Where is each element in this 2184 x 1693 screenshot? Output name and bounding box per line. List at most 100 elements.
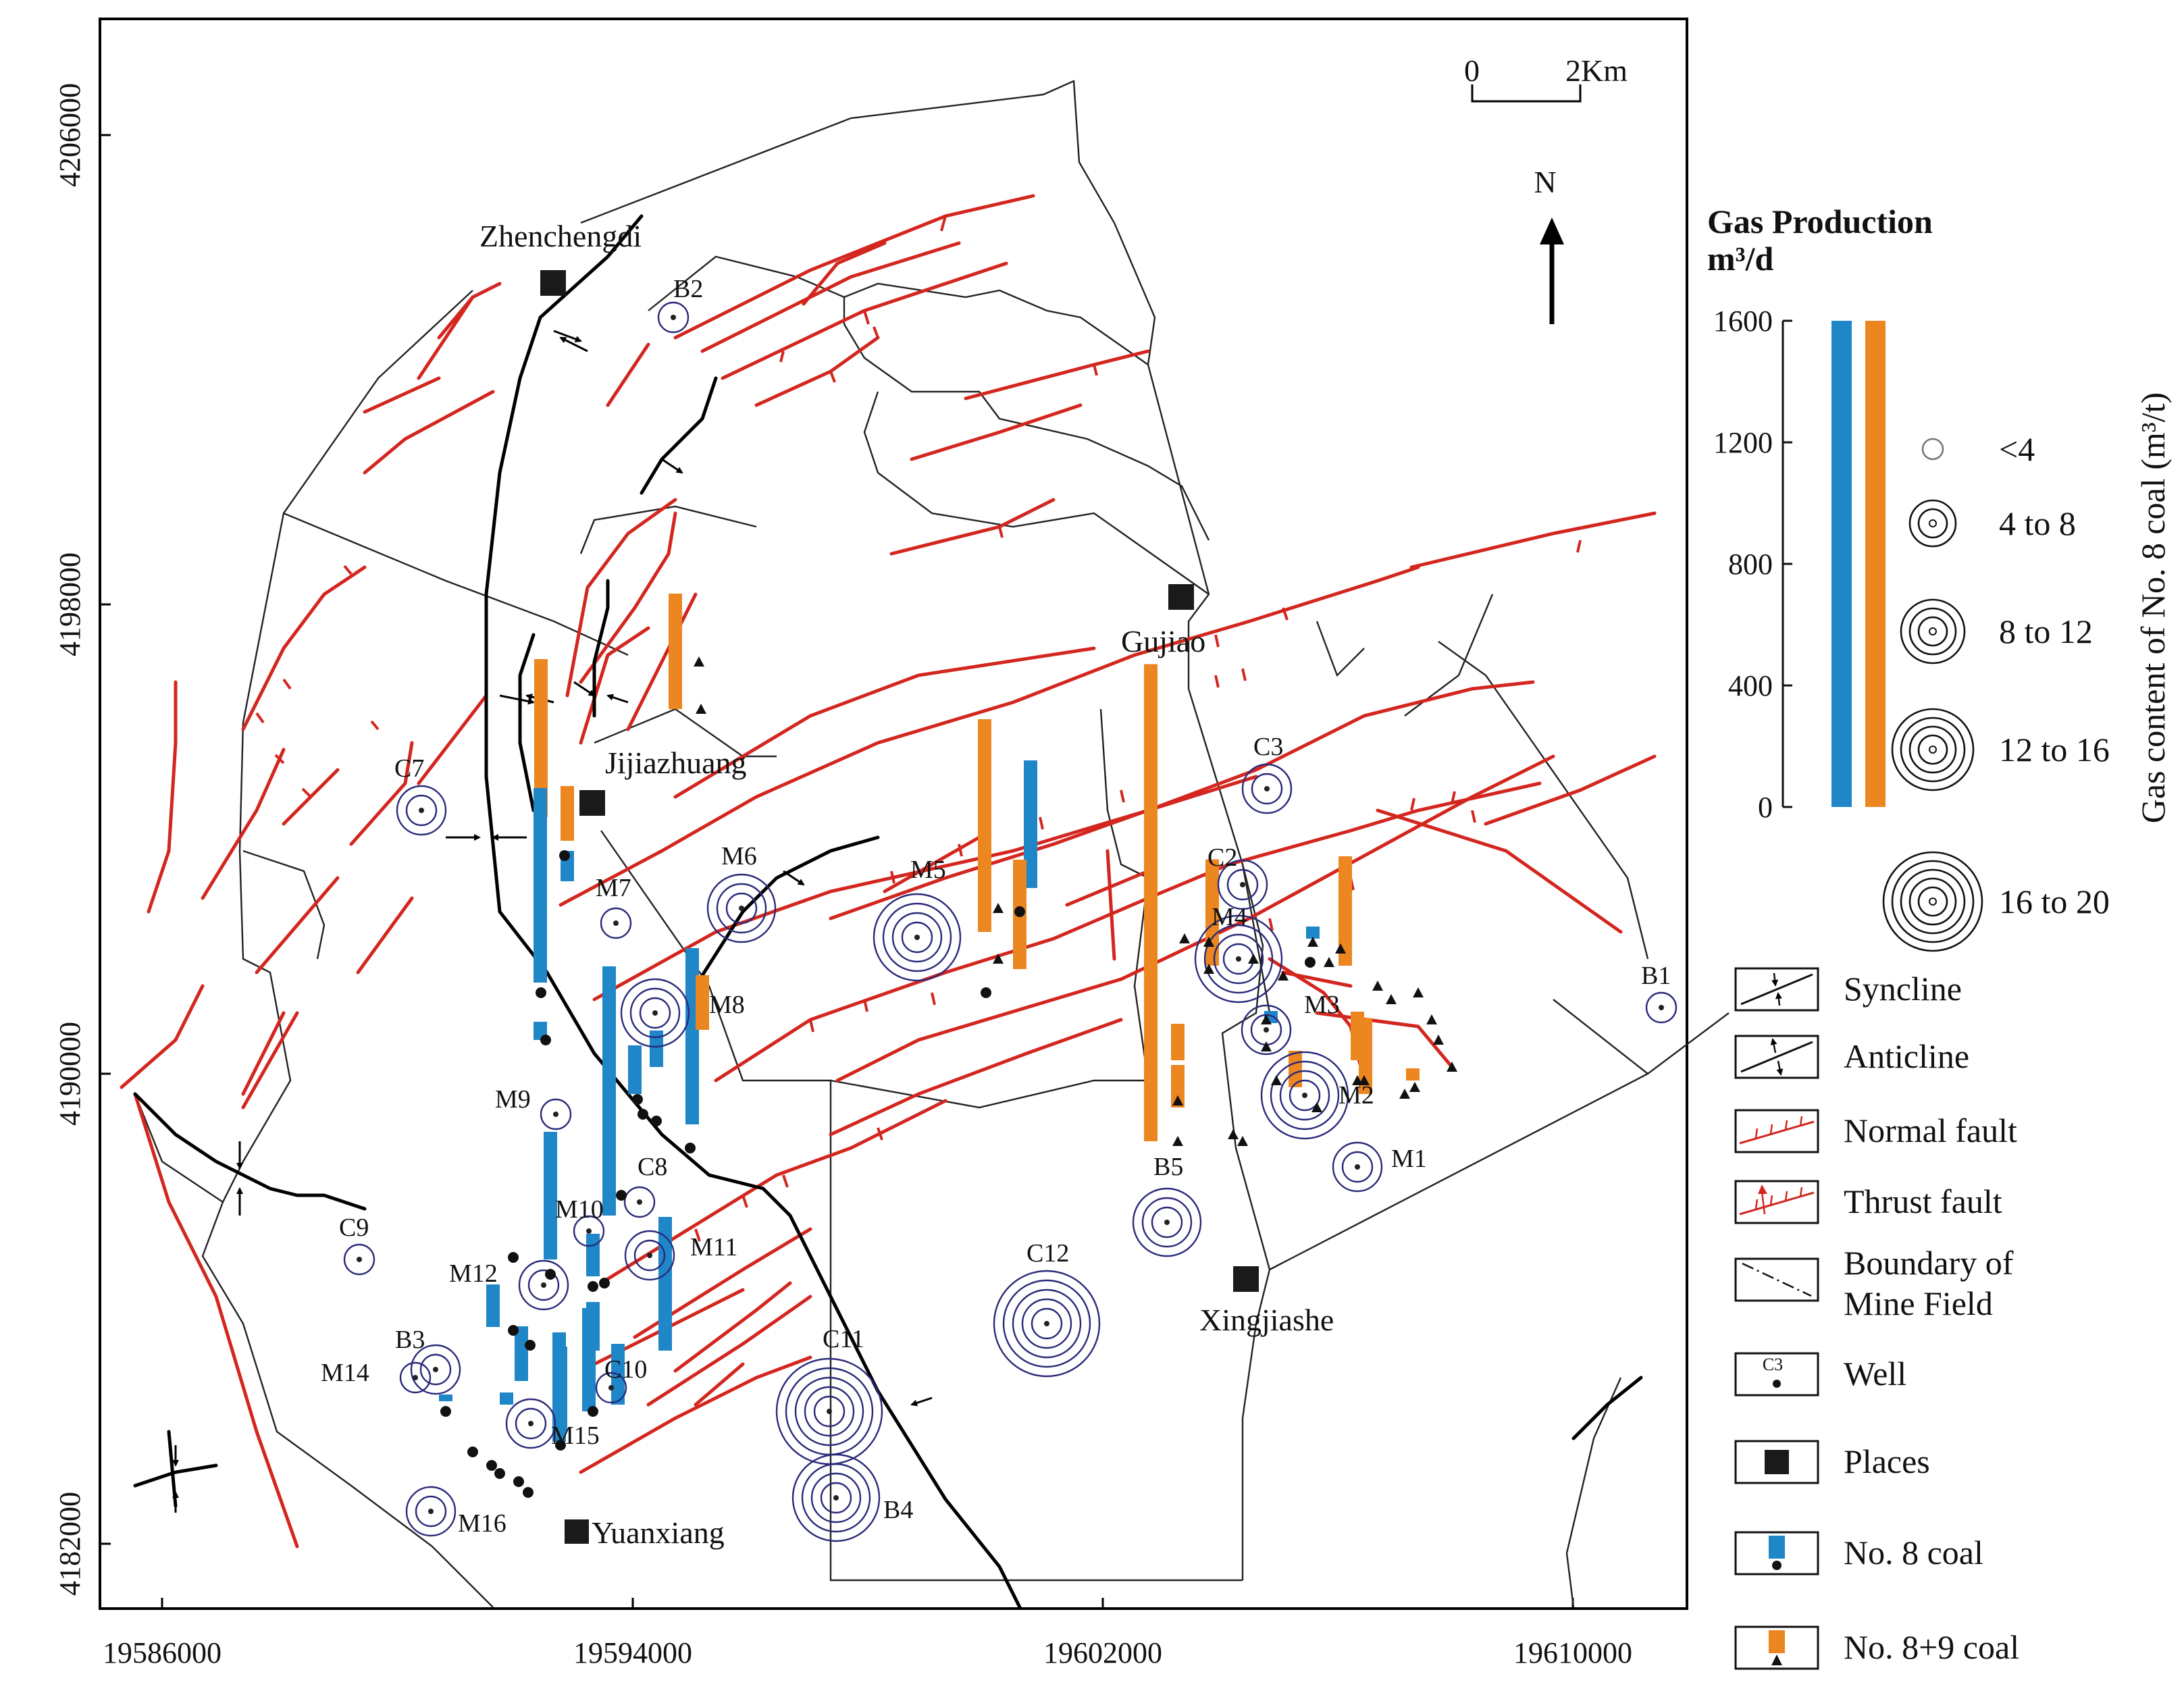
well-triangle bbox=[1261, 1014, 1272, 1024]
well-dot bbox=[486, 1460, 497, 1471]
gas-ring bbox=[810, 1472, 862, 1523]
well-center bbox=[647, 1253, 652, 1258]
well-triangle bbox=[993, 954, 1004, 964]
legend-no8: No. 8 coal bbox=[1734, 1531, 1983, 1575]
gas-ring bbox=[1645, 991, 1678, 1024]
gas-ring bbox=[794, 1376, 864, 1447]
production-bar bbox=[1338, 856, 1352, 966]
well-m5: M5 bbox=[873, 856, 962, 982]
well-label: M7 bbox=[596, 874, 631, 902]
gas-ring bbox=[1012, 1288, 1082, 1359]
well-triangle bbox=[696, 704, 706, 714]
svg-text:0: 0 bbox=[1464, 53, 1480, 88]
well-triangle bbox=[1261, 1041, 1272, 1051]
production-bar bbox=[1144, 664, 1158, 1141]
well-triangle bbox=[1399, 1089, 1410, 1099]
well-label: B4 bbox=[883, 1496, 913, 1524]
well-c10: C10 bbox=[595, 1355, 647, 1404]
well-label: M10 bbox=[555, 1195, 604, 1224]
well-b2: B2 bbox=[657, 275, 703, 334]
well-center bbox=[553, 1112, 558, 1117]
well-label: C12 bbox=[1026, 1239, 1069, 1268]
gas-class-2: 8 to 12 bbox=[1900, 598, 2093, 665]
well-triangle bbox=[1447, 1062, 1457, 1072]
production-bar bbox=[552, 1332, 566, 1442]
well-triangle bbox=[1172, 1095, 1183, 1105]
scale-bar: 0 2Km bbox=[1464, 53, 1628, 103]
well-dot bbox=[536, 987, 546, 998]
well-label: M1 bbox=[1391, 1145, 1427, 1173]
production-bar bbox=[1306, 927, 1320, 939]
well-dot bbox=[588, 1406, 598, 1417]
fault-ticks bbox=[255, 215, 1582, 1242]
scale-tick-label: 800 bbox=[1728, 548, 1773, 581]
well-m2: M2 bbox=[1260, 1051, 1374, 1140]
gas-ring bbox=[1332, 1141, 1383, 1193]
well-triangle bbox=[1203, 937, 1214, 947]
production-bar bbox=[534, 788, 547, 983]
well-dot bbox=[440, 1406, 451, 1417]
well-b4: B4 bbox=[791, 1453, 913, 1542]
legend-places: Places bbox=[1734, 1440, 1930, 1484]
gas-ring bbox=[1021, 1298, 1072, 1349]
gas-ring bbox=[901, 921, 933, 954]
well-dot bbox=[540, 1035, 551, 1045]
legend-label: Boundary of bbox=[1844, 1244, 2014, 1282]
legend-label: Places bbox=[1844, 1442, 1930, 1480]
well-m14: M14 bbox=[321, 1359, 432, 1394]
well-b1: B1 bbox=[1641, 962, 1678, 1024]
well-center bbox=[419, 808, 424, 813]
production-bar bbox=[628, 1045, 642, 1094]
place-jijiazhuang: Jijiazhuang bbox=[579, 746, 747, 816]
well-triangle bbox=[1386, 994, 1397, 1004]
production-bar bbox=[486, 1284, 500, 1327]
production-bar bbox=[669, 594, 682, 709]
well-center bbox=[739, 906, 744, 911]
well-triangle bbox=[1228, 1129, 1239, 1139]
well-m12: M12 bbox=[449, 1259, 569, 1311]
gas-ring bbox=[1002, 1279, 1091, 1368]
well-triangle bbox=[1409, 1082, 1420, 1092]
well-center bbox=[1240, 882, 1245, 887]
production-bar bbox=[582, 1308, 596, 1411]
well-m3: M3 bbox=[1241, 991, 1340, 1056]
well-dot bbox=[555, 1440, 566, 1451]
well-label: M8 bbox=[709, 991, 745, 1019]
gas-ring bbox=[515, 1407, 547, 1440]
legend-anticline: Anticline bbox=[1734, 1035, 1969, 1079]
x-tick-label: 19602000 bbox=[1043, 1636, 1162, 1669]
production-bar bbox=[658, 1217, 672, 1351]
x-tick-label: 19594000 bbox=[573, 1636, 692, 1669]
gas-ring bbox=[573, 1215, 605, 1247]
gas-ring bbox=[1289, 1079, 1321, 1112]
well-c2: C2 bbox=[1207, 843, 1268, 910]
well-dot bbox=[545, 1269, 556, 1280]
production-title: Gas Production bbox=[1707, 203, 1933, 240]
well-triangle bbox=[1413, 987, 1424, 997]
gas-class-4: 16 to 20 bbox=[1882, 851, 2110, 952]
well-triangle bbox=[1278, 970, 1289, 981]
gas-ring bbox=[1251, 773, 1283, 805]
gas-ring bbox=[1226, 868, 1259, 901]
x-axis bbox=[161, 1598, 1574, 1609]
place-gujiao: Gujiao bbox=[1121, 584, 1205, 658]
production-bar bbox=[544, 1132, 557, 1259]
well-center bbox=[1164, 1220, 1170, 1225]
well-triangle bbox=[1203, 964, 1214, 974]
gas-ring bbox=[657, 301, 690, 334]
legend-thrust-fault: Thrust fault bbox=[1734, 1180, 2002, 1224]
well-m6: M6 bbox=[706, 842, 777, 943]
well-center bbox=[1302, 1093, 1307, 1098]
well-dot bbox=[685, 1143, 696, 1153]
gas-class-1: 4 to 8 bbox=[1908, 499, 2076, 548]
gas-ring bbox=[1151, 1206, 1183, 1239]
well-dot bbox=[523, 1487, 534, 1498]
well-dot bbox=[1305, 957, 1316, 968]
well-dot bbox=[599, 1278, 610, 1288]
well-dot bbox=[651, 1116, 662, 1126]
well-center bbox=[1044, 1321, 1049, 1326]
well-m7: M7 bbox=[596, 874, 632, 939]
